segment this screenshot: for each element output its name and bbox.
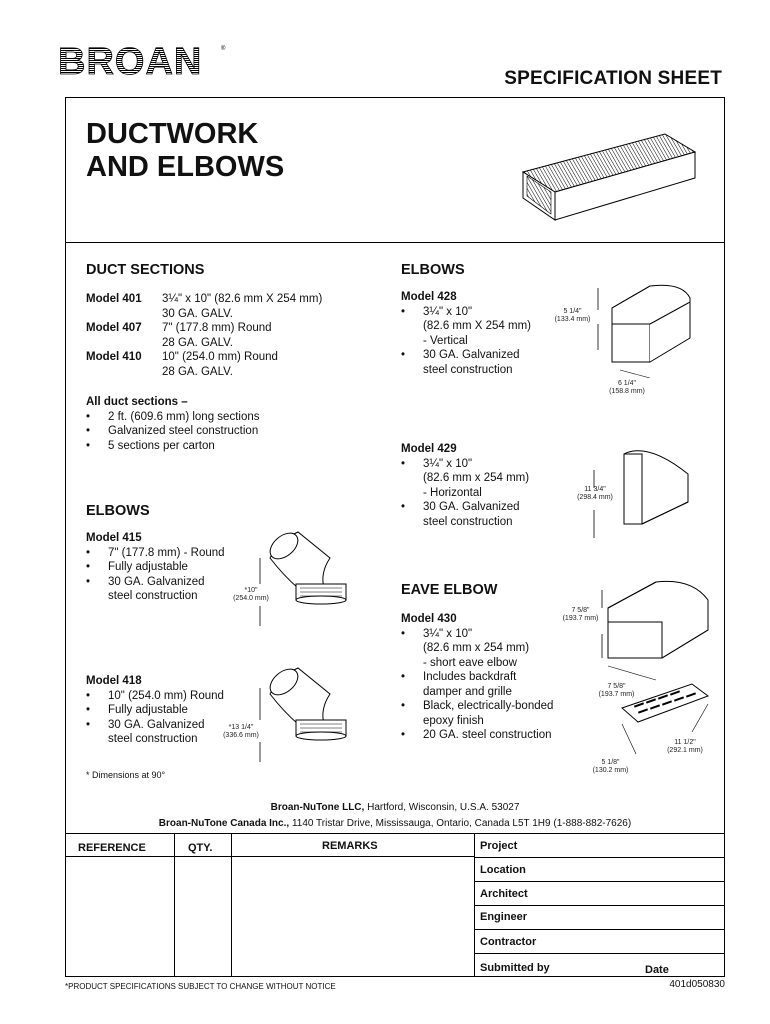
sheet-frame — [65, 97, 725, 977]
main-title: DUCTWORK AND ELBOWS — [86, 118, 285, 183]
model-430: Model 430 •3¼" x 10" (82.6 mm x 254 mm) … — [401, 613, 554, 741]
dim-430-grille-length: 11 1/2"(292.1 mm) — [667, 739, 703, 754]
engineer-field: Engineer — [480, 911, 528, 923]
dim-430-height: 7 5/8"(193.7 mm) — [562, 607, 599, 622]
round-elbow-418-illustration — [259, 667, 347, 762]
project-field: Project — [480, 840, 518, 852]
vertical-elbow-428-illustration — [597, 284, 691, 378]
submitted-by-field: Submitted by — [480, 962, 550, 974]
contractor-field: Contractor — [480, 936, 537, 948]
svg-text:®: ® — [221, 45, 226, 52]
list-item: •Galvanized steel construction — [86, 425, 259, 437]
duct-sections-heading: DUCT SECTIONS — [86, 262, 205, 278]
dim-429-height: 11 3/4"(298.4 mm) — [577, 486, 613, 501]
dim-430-grille-width: 5 1/8"(130.2 mm) — [592, 759, 629, 774]
qty-column-header: QTY. — [188, 842, 213, 854]
list-item: •5 sections per carton — [86, 439, 215, 452]
all-duct-heading: All duct sections – — [86, 396, 188, 408]
table-divider — [65, 833, 725, 834]
dim-430-depth: 7 5/8"(193.7 mm) — [598, 683, 635, 698]
dim-418: *13 1/4"(336.6 mm) — [223, 724, 259, 739]
model-415: Model 415 •7" (177.8 mm) - Round •Fully … — [86, 532, 225, 602]
architect-field: Architect — [480, 888, 528, 900]
elbows-right-heading: ELBOWS — [401, 262, 465, 278]
list-item: •2 ft. (609.6 mm) long sections — [86, 410, 260, 423]
reference-column-header: REFERENCE — [78, 842, 146, 854]
broan-logo: BROAN ® — [58, 42, 226, 78]
svg-text:BROAN: BROAN — [58, 42, 202, 78]
round-elbow-415-illustration — [259, 531, 347, 626]
eave-elbow-430-illustration — [601, 580, 710, 755]
elbows-left-heading: ELBOWS — [86, 503, 150, 519]
spec-sheet-title: SPECIFICATION SHEET — [504, 68, 722, 89]
horizontal-elbow-429-illustration — [593, 450, 689, 538]
dimensions-note: * Dimensions at 90° — [86, 770, 166, 780]
dim-428-width: 6 1/4"(158.8 mm) — [609, 380, 645, 395]
spec-notice: *PRODUCT SPECIFICATIONS SUBJECT TO CHANG… — [65, 982, 336, 991]
dim-415: *10"(254.0 mm) — [233, 587, 269, 602]
document-code: 401d050830 — [669, 979, 725, 990]
remarks-column-header: REMARKS — [322, 840, 378, 852]
model-418: Model 418 •10" (254.0 mm) Round •Fully a… — [86, 675, 224, 745]
model-428: Model 428 •3¼" x 10" (82.6 mm X 254 mm) … — [401, 291, 531, 376]
model-429: Model 429 •3¼" x 10" (82.6 mm x 254 mm) … — [401, 443, 530, 528]
title-divider — [65, 242, 725, 243]
address-block: Broan-NuTone LLC, Hartford, Wisconsin, U… — [158, 802, 632, 829]
location-field: Location — [480, 864, 526, 876]
dim-428-height: 5 1/4"(133.4 mm) — [554, 308, 591, 323]
duct-section-illustration — [521, 133, 697, 221]
date-field: Date — [645, 964, 669, 976]
eave-elbow-heading: EAVE ELBOW — [401, 582, 498, 598]
